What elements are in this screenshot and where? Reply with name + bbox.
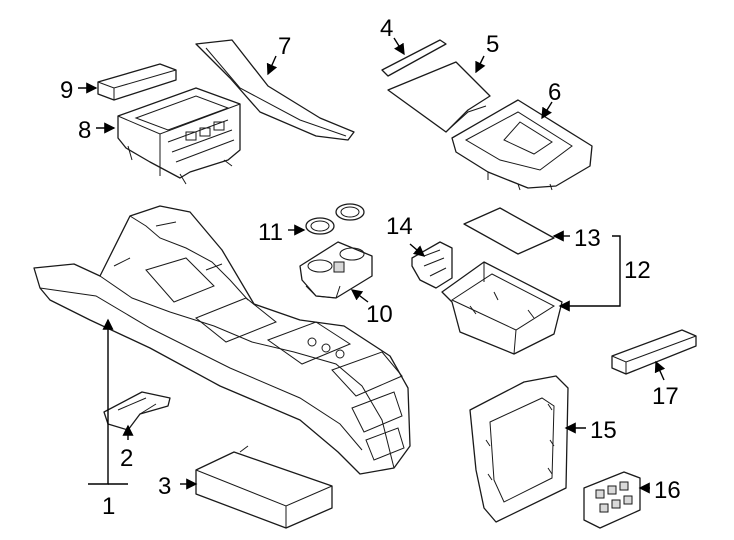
callout-6: 6 xyxy=(548,79,561,106)
callout-2: 2 xyxy=(120,445,133,472)
part-7-trim xyxy=(195,39,355,141)
callout-15: 15 xyxy=(590,417,617,444)
callout-9: 9 xyxy=(60,77,73,104)
part-14-bracket xyxy=(411,241,453,289)
part-1-console xyxy=(33,205,411,475)
callout-13: 13 xyxy=(574,225,601,252)
callout-4: 4 xyxy=(380,15,393,42)
part-11-ring xyxy=(305,203,365,235)
part-2-bracket xyxy=(103,391,171,431)
part-15-frame xyxy=(469,375,569,523)
part-13-mat xyxy=(463,207,555,255)
part-12-bin xyxy=(441,261,563,355)
callout-3: 3 xyxy=(158,473,171,500)
callout-5: 5 xyxy=(486,31,499,58)
callout-14: 14 xyxy=(386,213,413,240)
part-6-bezel xyxy=(451,99,593,191)
callout-10: 10 xyxy=(366,301,393,328)
callout-16: 16 xyxy=(654,477,681,504)
callout-1: 1 xyxy=(102,493,115,520)
callout-8: 8 xyxy=(78,117,91,144)
leader-lines xyxy=(78,37,666,494)
part-17-panel xyxy=(611,329,697,375)
part-4-strip xyxy=(381,39,447,77)
callout-17: 17 xyxy=(652,383,679,410)
part-3-pad xyxy=(195,445,333,529)
part-9-pad xyxy=(97,63,177,101)
callout-12: 12 xyxy=(624,257,651,284)
part-8-tray xyxy=(117,87,241,185)
part-16-vent xyxy=(583,471,641,529)
part-10-cupholder xyxy=(299,241,373,299)
callout-7: 7 xyxy=(278,33,291,60)
part-5-charger-pad xyxy=(387,61,491,133)
callout-11: 11 xyxy=(258,219,283,246)
